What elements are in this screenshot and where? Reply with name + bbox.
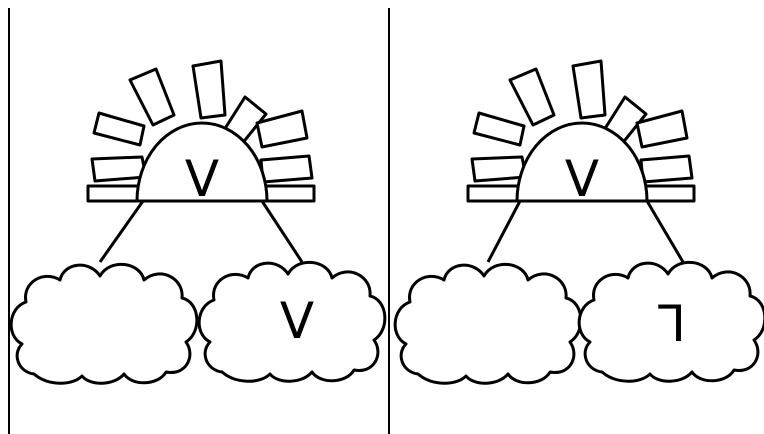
cloud-icon: L: [579, 262, 764, 381]
sun-icon: V: [468, 61, 694, 208]
sun-label: V: [185, 150, 219, 208]
panel-1: V V: [11, 61, 385, 383]
panel-2: V L: [395, 61, 764, 383]
connector-right: [262, 201, 302, 262]
connector-left: [488, 201, 520, 262]
connector-left: [100, 201, 143, 262]
cloud-icon: [395, 264, 581, 383]
cloud-label: V: [280, 292, 314, 350]
sun-label: V: [565, 150, 599, 208]
cloud-icon: [11, 264, 197, 383]
sun-icon: V: [88, 61, 314, 208]
cloud-label-rotated: L: [658, 293, 686, 351]
cloud-icon: V: [199, 262, 385, 381]
connector-right: [647, 201, 683, 262]
